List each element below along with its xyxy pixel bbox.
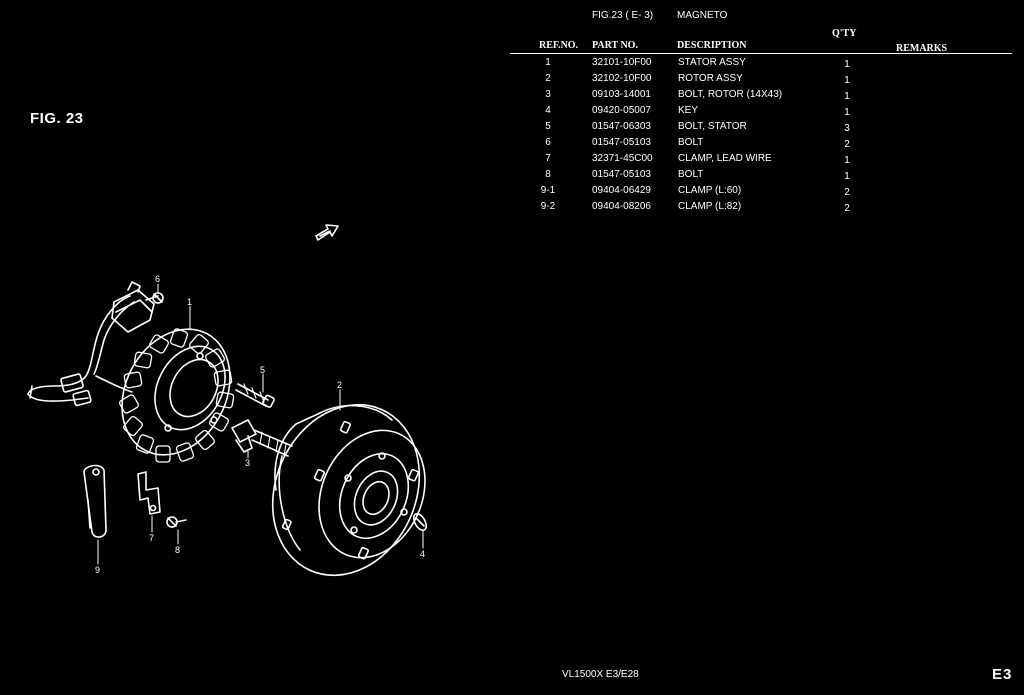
- row-part-no: 32102-10F00: [592, 73, 652, 84]
- leader-lines: [97, 283, 424, 565]
- callout-1: 1: [187, 297, 192, 307]
- figure-ref: FIG.23 ( E- 3): [592, 10, 654, 21]
- front-arrow-icon: [315, 224, 339, 241]
- callout-3: 3: [245, 458, 250, 468]
- col-header-ref: REF.NO.: [539, 40, 579, 51]
- header-rule: [510, 53, 1012, 54]
- row-ref: 2: [545, 73, 551, 84]
- row-ref: 1: [545, 57, 551, 68]
- callout-5: 5: [260, 365, 265, 375]
- page-number: E3: [992, 666, 1013, 683]
- callout-7: 7: [149, 533, 154, 543]
- row-description: BOLT: [678, 137, 704, 148]
- model-code: VL1500X E3/E28: [562, 669, 639, 680]
- table-row: 7 32371-45C00 CLAMP, LEAD WIRE 1: [0, 153, 1024, 169]
- key: [412, 513, 428, 531]
- table-row: 9-2 09404-08206 CLAMP (L:82) 2: [0, 201, 1024, 217]
- table-row: 1 32101-10F00 STATOR ASSY 1: [0, 57, 1024, 73]
- row-part-no: 32371-45C00: [592, 153, 653, 164]
- table-row: 2 32102-10F00 ROTOR ASSY 1: [0, 73, 1024, 89]
- row-ref: 5: [545, 121, 551, 132]
- bolt-8: [166, 516, 187, 528]
- clamp-9: [83, 464, 107, 538]
- row-part-no: 32101-10F00: [592, 57, 652, 68]
- row-part-no: 01547-06303: [592, 121, 651, 132]
- table-row: 3 09103-14001 BOLT, ROTOR (14X43) 1: [0, 89, 1024, 105]
- row-ref: 8: [545, 169, 551, 180]
- stator-assy: [27, 281, 235, 463]
- row-part-no: 09404-08206: [592, 201, 651, 212]
- row-qty: 2: [844, 203, 850, 214]
- row-ref: 9-2: [540, 201, 556, 212]
- table-row: 4 09420-05007 KEY 1: [0, 105, 1024, 121]
- row-ref: 9-1: [540, 185, 556, 196]
- row-part-no: 09420-05007: [592, 105, 651, 116]
- col-header-desc: DESCRIPTION: [677, 40, 747, 51]
- row-description: CLAMP (L:82): [678, 201, 742, 212]
- col-header-part: PART NO.: [592, 40, 638, 51]
- row-description: BOLT: [678, 169, 704, 180]
- row-ref: 4: [545, 105, 551, 116]
- row-description: KEY: [678, 105, 699, 116]
- figure-title: MAGNETO: [677, 10, 728, 21]
- row-ref: 3: [545, 89, 551, 100]
- row-qty: 1: [844, 107, 850, 118]
- table-row: 5 01547-06303 BOLT, STATOR 3: [0, 121, 1024, 137]
- callout-9: 9: [95, 565, 100, 575]
- row-qty: 2: [844, 187, 850, 198]
- row-description: ROTOR ASSY: [678, 73, 743, 84]
- bolt-6: [145, 292, 164, 304]
- col-header-remarks: REMARKS: [896, 43, 948, 54]
- row-description: CLAMP, LEAD WIRE: [678, 153, 772, 164]
- figure-label: FIG. 23: [30, 110, 84, 127]
- row-ref: 6: [545, 137, 551, 148]
- table-row: 6 01547-05103 BOLT 2: [0, 137, 1024, 153]
- row-description: CLAMP (L:60): [678, 185, 742, 196]
- row-description: BOLT, STATOR: [678, 121, 747, 132]
- callout-6: 6: [155, 274, 160, 284]
- row-ref: 7: [545, 153, 551, 164]
- callout-2: 2: [337, 380, 342, 390]
- stator-bolt: [235, 383, 275, 408]
- callout-4: 4: [420, 549, 425, 559]
- row-qty: 1: [844, 91, 850, 102]
- row-part-no: 01547-05103: [592, 169, 651, 180]
- callout-8: 8: [175, 545, 180, 555]
- row-qty: 1: [844, 59, 850, 70]
- row-qty: 1: [844, 171, 850, 182]
- row-description: BOLT, ROTOR (14X43): [678, 89, 783, 100]
- row-part-no: 09103-14001: [592, 89, 651, 100]
- row-qty: 3: [844, 123, 850, 134]
- qty-header: Q'TY: [832, 28, 857, 39]
- row-part-no: 09404-06429: [592, 185, 651, 196]
- row-part-no: 01547-05103: [592, 137, 651, 148]
- clamp-lead-wire: [137, 471, 161, 515]
- table-row: 9-1 09404-06429 CLAMP (L:60) 2: [0, 185, 1024, 201]
- row-qty: 2: [844, 139, 850, 150]
- row-description: STATOR ASSY: [678, 57, 746, 68]
- row-qty: 1: [844, 75, 850, 86]
- row-qty: 1: [844, 155, 850, 166]
- table-row: 8 01547-05103 BOLT 1: [0, 169, 1024, 185]
- rotor-assy: [271, 403, 426, 577]
- rotor-bolt: [231, 419, 293, 457]
